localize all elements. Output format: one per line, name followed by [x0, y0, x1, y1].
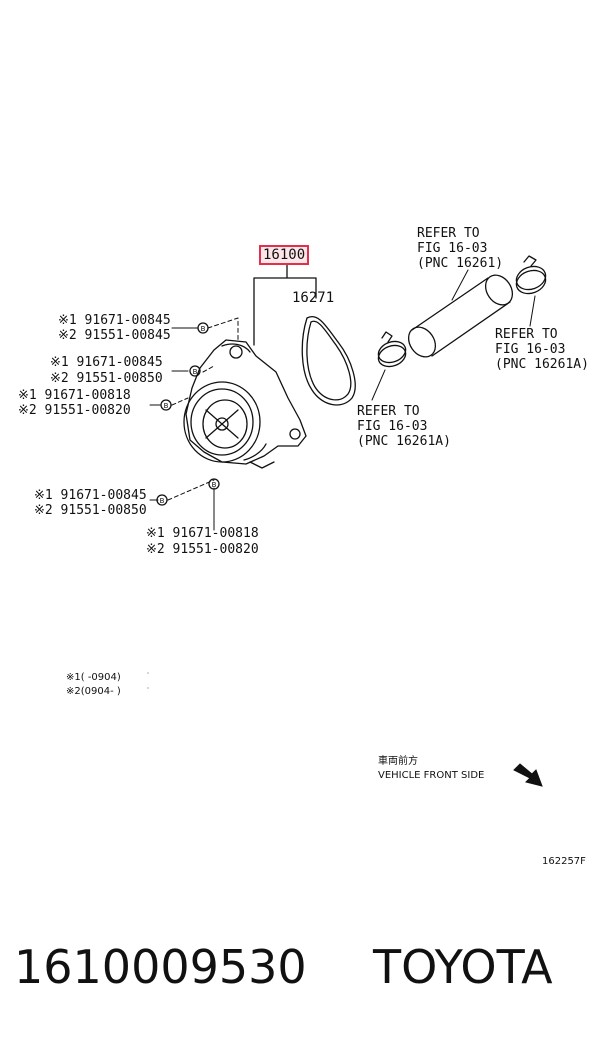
- callout-b-label: B: [212, 481, 217, 489]
- vehicle-front-jp: 車両前方: [378, 756, 418, 767]
- callout-b-4: [156, 494, 168, 506]
- callout-b-3: [160, 399, 172, 411]
- callout-b-5: [208, 478, 220, 490]
- note-2: ※2(0904- ): [66, 686, 121, 697]
- figure-code: 162257F: [542, 856, 586, 867]
- callout-b-label: B: [193, 368, 198, 376]
- bolt-leaders: [167, 317, 239, 501]
- water-pump-housing: [185, 339, 307, 465]
- gasket: [301, 316, 356, 406]
- callout-b-2: [189, 365, 201, 377]
- pulley: [183, 381, 261, 463]
- vehicle-front-en: VEHICLE FRONT SIDE: [378, 770, 485, 781]
- gasket-part-number[interactable]: 16271: [292, 290, 335, 306]
- callout-b-label: B: [201, 325, 206, 333]
- callout-b-label: B: [164, 402, 169, 410]
- main-part-number[interactable]: 16100: [259, 245, 310, 265]
- hose: [411, 277, 511, 357]
- footer-brand: TOYOTA: [373, 940, 553, 994]
- callout-b-1: [197, 322, 209, 334]
- vehicle-front-arrow-icon: [513, 763, 543, 787]
- main-part-leader: [253, 264, 317, 346]
- note-1: ※1( -0904): [66, 672, 121, 683]
- callout-b-label: B: [160, 497, 165, 505]
- footer-part-number: 1610009530: [14, 940, 307, 994]
